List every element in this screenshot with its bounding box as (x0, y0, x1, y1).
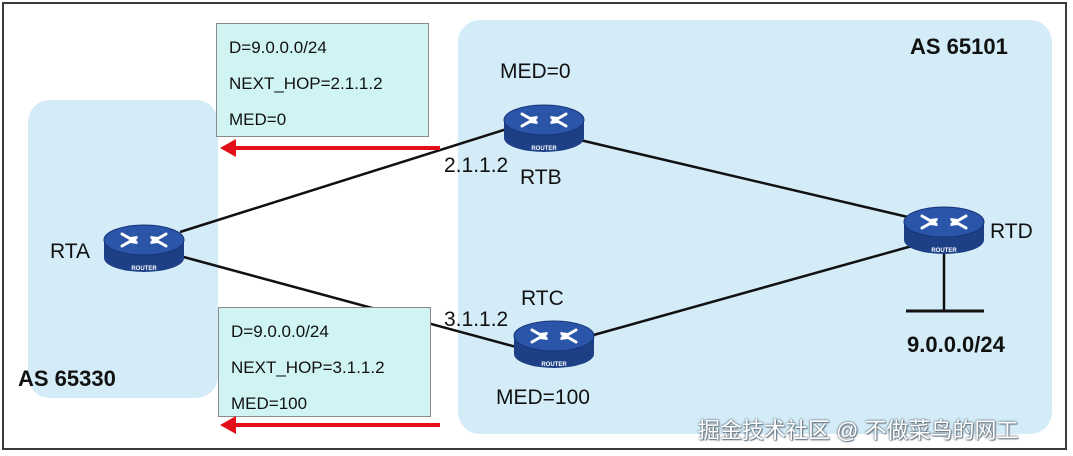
as-65101-label: AS 65101 (910, 34, 1008, 59)
update-next-hop: NEXT_HOP=2.1.1.2 (229, 74, 383, 93)
watermark: 掘金技术社区 @ 不做菜鸟的网工 (698, 418, 1019, 443)
rtb-med-label: MED=0 (500, 60, 571, 83)
router-rtd-label: RTD (990, 220, 1033, 243)
router-rtd-icon: ROUTER (900, 200, 988, 260)
update-dest: D=9.0.0.0/24 (229, 38, 327, 57)
router-rtc-label: RTC (521, 287, 564, 310)
router-rta-icon: ROUTER (100, 218, 188, 278)
rtc-ip-label: 3.1.1.2 (444, 308, 509, 331)
update-dest: D=9.0.0.0/24 (231, 322, 329, 341)
link-rta-rtc (179, 254, 521, 350)
update-box-from-rtb: D=9.0.0.0/24 NEXT_HOP=2.1.1.2 MED=0 (216, 23, 429, 137)
network-prefix-label: 9.0.0.0/24 (907, 332, 1005, 357)
update-med: MED=100 (231, 394, 308, 413)
router-rta-label: RTA (50, 240, 91, 263)
link-rtb-rtd (579, 138, 913, 220)
update-next-hop: NEXT_HOP=3.1.1.2 (231, 358, 385, 377)
diagram-frame (2, 2, 1067, 450)
update-med: MED=0 (229, 110, 287, 129)
link-rtc-rtd (589, 244, 913, 338)
router-rtc-icon: ROUTER (510, 314, 598, 374)
router-rtb-label: RTB (520, 166, 562, 189)
svg-text:ROUTER: ROUTER (541, 362, 567, 368)
rtc-med-label: MED=100 (496, 386, 590, 409)
svg-text:ROUTER: ROUTER (131, 266, 157, 272)
router-rtb-icon: ROUTER (500, 98, 588, 158)
as-65330-label: AS 65330 (18, 366, 116, 391)
update-box-from-rtc: D=9.0.0.0/24 NEXT_HOP=3.1.1.2 MED=100 (218, 307, 431, 417)
rtb-ip-label: 2.1.1.2 (444, 154, 509, 177)
svg-text:ROUTER: ROUTER (531, 146, 557, 152)
link-rta-rtb (179, 126, 511, 234)
svg-text:ROUTER: ROUTER (931, 248, 957, 254)
